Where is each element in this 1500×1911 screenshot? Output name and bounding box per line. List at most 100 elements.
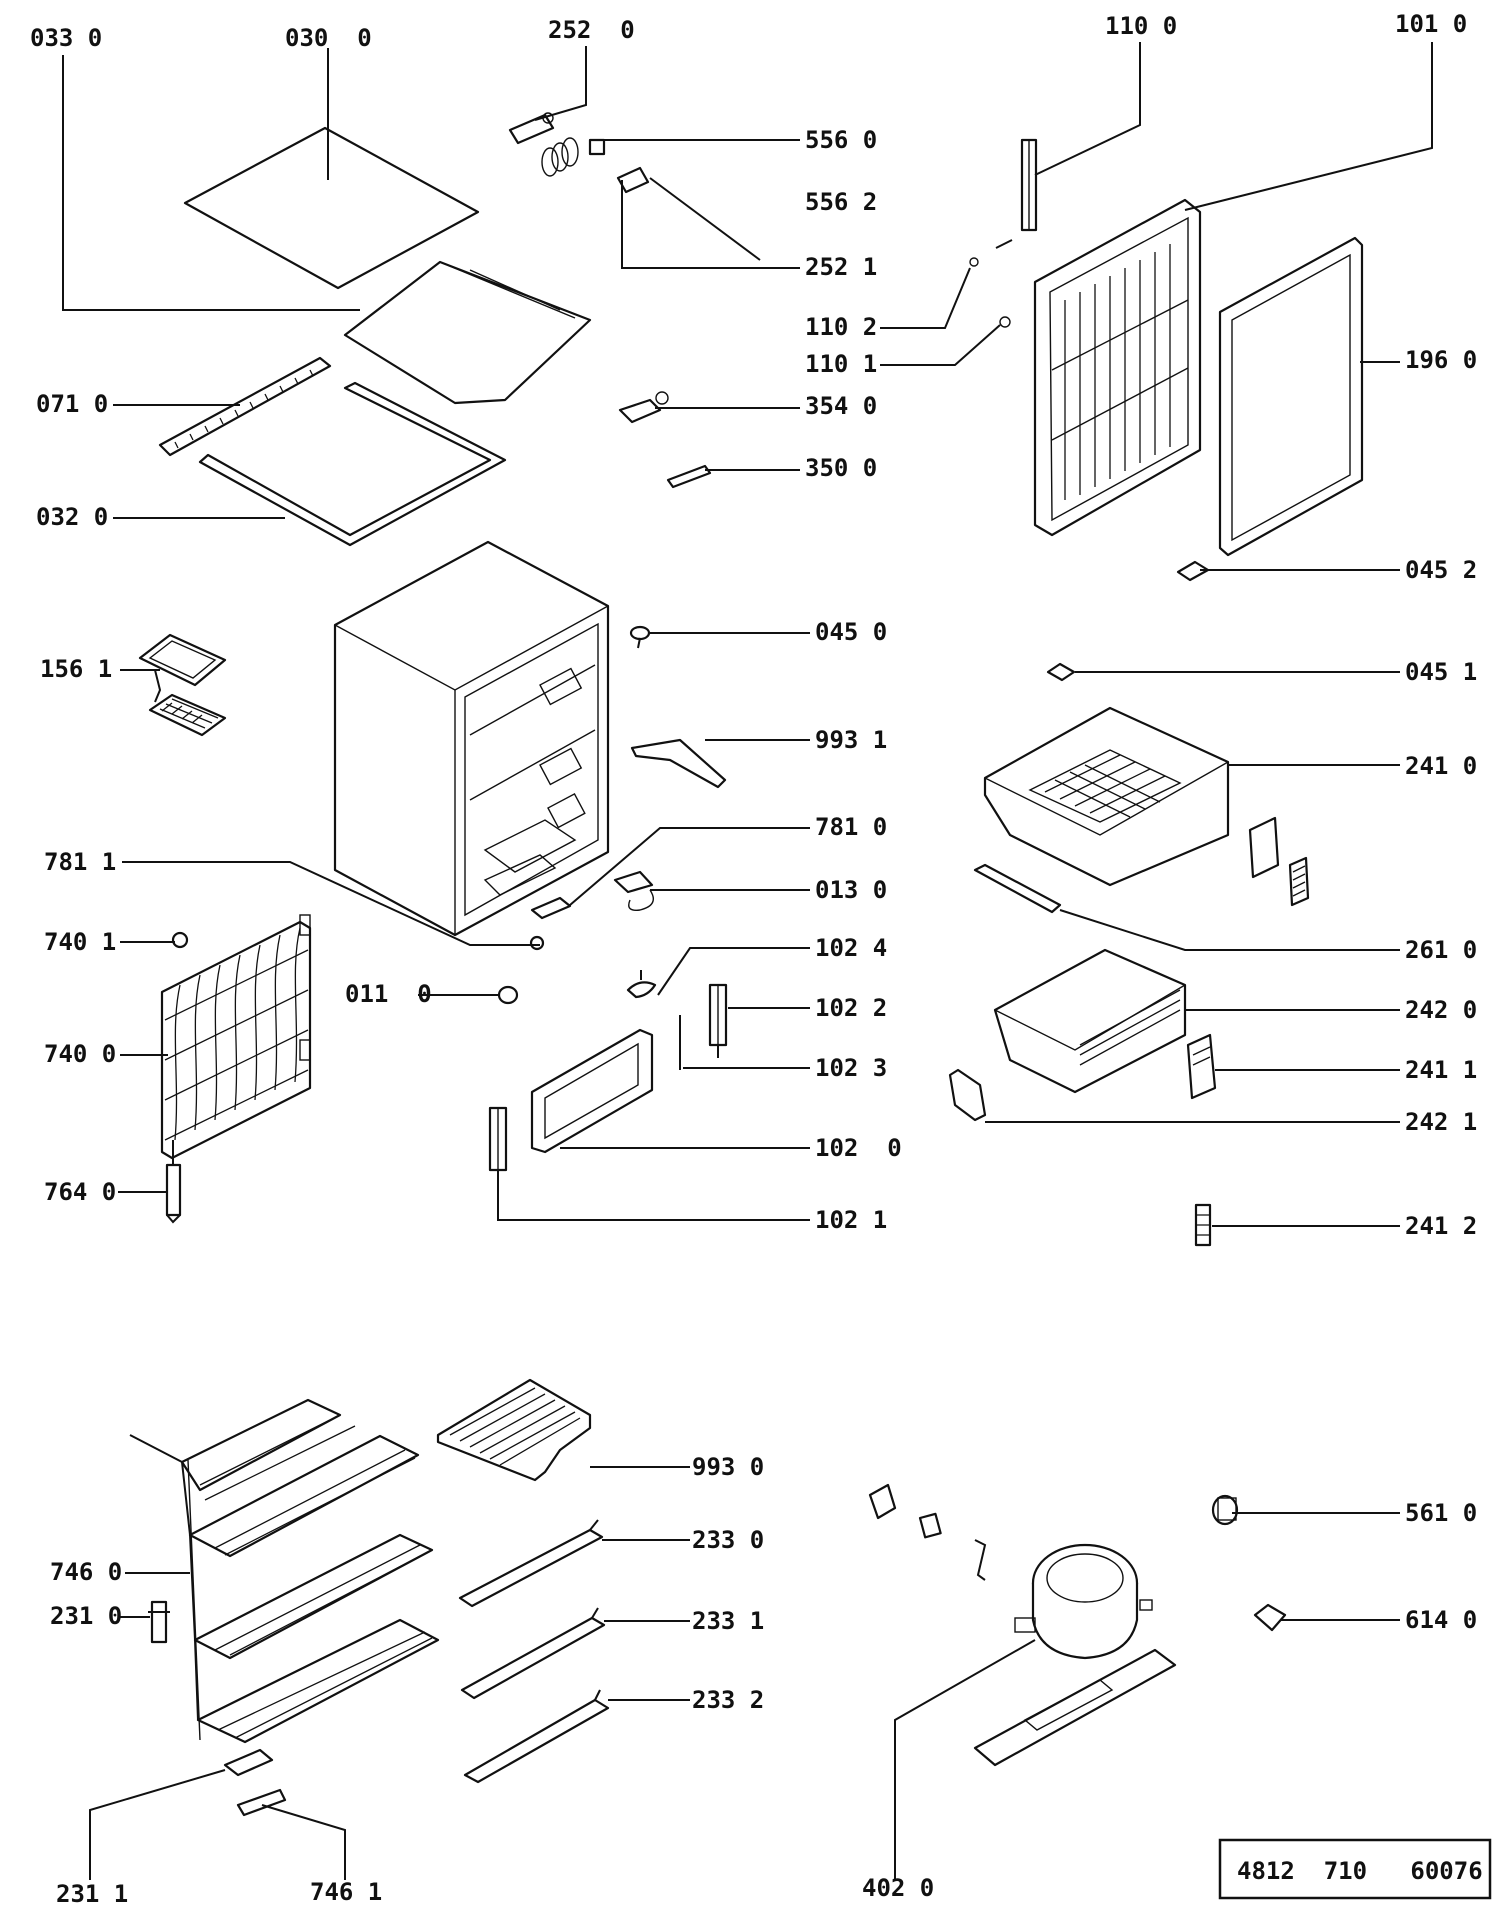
part-102-2-hinge-cap bbox=[708, 983, 728, 1058]
part-241-2-clip bbox=[1194, 1203, 1212, 1247]
part-354-0-bracket bbox=[618, 391, 669, 424]
label-252-0: 252 0 bbox=[548, 16, 635, 44]
part-781-0-lamp bbox=[530, 896, 572, 920]
part-196-0-door-gasket bbox=[1218, 236, 1364, 557]
part-030-0-top-panel bbox=[183, 126, 480, 290]
part-110-0-hinge bbox=[1020, 138, 1038, 232]
label-102-3: 102 3 bbox=[815, 1054, 887, 1082]
part-233-1-rail bbox=[460, 1607, 606, 1700]
part-740-1-clip bbox=[171, 931, 189, 949]
part-102-4-clip bbox=[626, 970, 657, 999]
part-242-1-bracket bbox=[948, 1068, 987, 1122]
label-402-0: 402 0 bbox=[862, 1874, 934, 1902]
label-740-1: 740 1 bbox=[44, 928, 116, 956]
label-746-0: 746 0 bbox=[50, 1558, 122, 1586]
label-740-0: 740 0 bbox=[44, 1040, 116, 1068]
label-102-4: 102 4 bbox=[815, 934, 887, 962]
label-102-2: 102 2 bbox=[815, 994, 887, 1022]
part-233-0-rail bbox=[458, 1519, 604, 1608]
label-556-0: 556 0 bbox=[805, 126, 877, 154]
part-781-1-plug bbox=[529, 935, 545, 951]
label-101-0: 101 0 bbox=[1395, 10, 1467, 38]
label-233-2: 233 2 bbox=[692, 1686, 764, 1714]
part-101-0-door bbox=[1033, 198, 1202, 537]
part-013-0-thermostat-probe bbox=[613, 870, 654, 911]
label-556-2: 556 2 bbox=[805, 188, 877, 216]
part-102-1-hinge bbox=[488, 1106, 508, 1185]
part-033-0-worktop bbox=[343, 260, 592, 405]
part-110-1-screw bbox=[999, 316, 1011, 328]
label-110-0: 110 0 bbox=[1105, 12, 1177, 40]
part-241-1-trim bbox=[1186, 1033, 1217, 1100]
label-993-1: 993 1 bbox=[815, 726, 887, 754]
label-030-0: 030 0 bbox=[285, 24, 372, 52]
label-033-0: 033 0 bbox=[30, 24, 102, 52]
label-110-1: 110 1 bbox=[805, 350, 877, 378]
label-156-1: 156 1 bbox=[40, 655, 112, 683]
label-011-0: 011 0 bbox=[345, 980, 432, 1008]
label-241-1: 241 1 bbox=[1405, 1056, 1477, 1084]
label-045-0: 045 0 bbox=[815, 618, 887, 646]
label-993-0: 993 0 bbox=[692, 1453, 764, 1481]
part-156-1-ice-tray bbox=[138, 633, 227, 737]
part-241-0-drawer bbox=[983, 706, 1230, 887]
label-196-0: 196 0 bbox=[1405, 346, 1477, 374]
label-261-0: 261 0 bbox=[1405, 936, 1477, 964]
label-252-1: 252 1 bbox=[805, 253, 877, 281]
part-746-1-pad bbox=[236, 1788, 287, 1817]
label-110-2: 110 2 bbox=[805, 313, 877, 341]
part-102-0-door-frame bbox=[530, 1028, 654, 1154]
label-241-0: 241 0 bbox=[1405, 752, 1477, 780]
label-354-0: 354 0 bbox=[805, 392, 877, 420]
label-013-0: 013 0 bbox=[815, 876, 887, 904]
document-number-box: 4812 710 60076 bbox=[1218, 1838, 1492, 1900]
part-cabinet-body bbox=[333, 540, 610, 937]
part-556-0-spring bbox=[541, 137, 606, 177]
label-102-1: 102 1 bbox=[815, 1206, 887, 1234]
label-764-0: 764 0 bbox=[44, 1178, 116, 1206]
part-231-1-pad bbox=[223, 1748, 274, 1777]
label-231-0: 231 0 bbox=[50, 1602, 122, 1630]
part-993-1-rail bbox=[630, 738, 727, 789]
part-252-1-block bbox=[616, 166, 650, 194]
label-045-2: 045 2 bbox=[1405, 556, 1477, 584]
part-764-0-drain-tube bbox=[165, 1140, 182, 1224]
part-032-0-frame bbox=[198, 381, 507, 547]
part-746-0-evaporator bbox=[129, 1398, 440, 1744]
part-740-0-condenser bbox=[160, 914, 312, 1160]
label-102-0: 102 0 bbox=[815, 1134, 902, 1162]
label-614-0: 614 0 bbox=[1405, 1606, 1477, 1634]
label-781-1: 781 1 bbox=[44, 848, 116, 876]
part-045-1-bushing bbox=[1046, 662, 1076, 682]
label-071-0: 071 0 bbox=[36, 390, 108, 418]
part-231-0-clip bbox=[148, 1600, 170, 1644]
part-011-0-foot bbox=[497, 985, 519, 1005]
part-labels: 033 0 030 0 252 0 110 0 101 0 556 0 556 … bbox=[30, 10, 1477, 1908]
part-242-0-drawer bbox=[993, 948, 1187, 1094]
label-746-1: 746 1 bbox=[310, 1878, 382, 1906]
label-242-1: 242 1 bbox=[1405, 1108, 1477, 1136]
label-032-0: 032 0 bbox=[36, 503, 108, 531]
document-number: 4812 710 60076 bbox=[1237, 1857, 1483, 1885]
part-233-2-rail bbox=[463, 1689, 610, 1784]
label-242-0: 242 0 bbox=[1405, 996, 1477, 1024]
part-561-0-relay bbox=[1211, 1494, 1239, 1526]
part-compressor-accessories bbox=[868, 1483, 987, 1581]
part-402-0-compressor bbox=[973, 1543, 1177, 1767]
part-110-2-screw bbox=[969, 239, 1013, 267]
label-045-1: 045 1 bbox=[1405, 658, 1477, 686]
part-241-side-pieces bbox=[1248, 816, 1310, 907]
part-614-0-cap bbox=[1253, 1603, 1287, 1632]
part-261-0-rail bbox=[973, 863, 1062, 914]
label-781-0: 781 0 bbox=[815, 813, 887, 841]
label-233-1: 233 1 bbox=[692, 1607, 764, 1635]
leader-lines bbox=[62, 42, 1433, 1880]
label-350-0: 350 0 bbox=[805, 454, 877, 482]
label-231-1: 231 1 bbox=[56, 1880, 128, 1908]
part-045-0-foot bbox=[629, 625, 651, 649]
label-561-0: 561 0 bbox=[1405, 1499, 1477, 1527]
label-241-2: 241 2 bbox=[1405, 1212, 1477, 1240]
part-071-0-vent-grille bbox=[158, 356, 332, 457]
